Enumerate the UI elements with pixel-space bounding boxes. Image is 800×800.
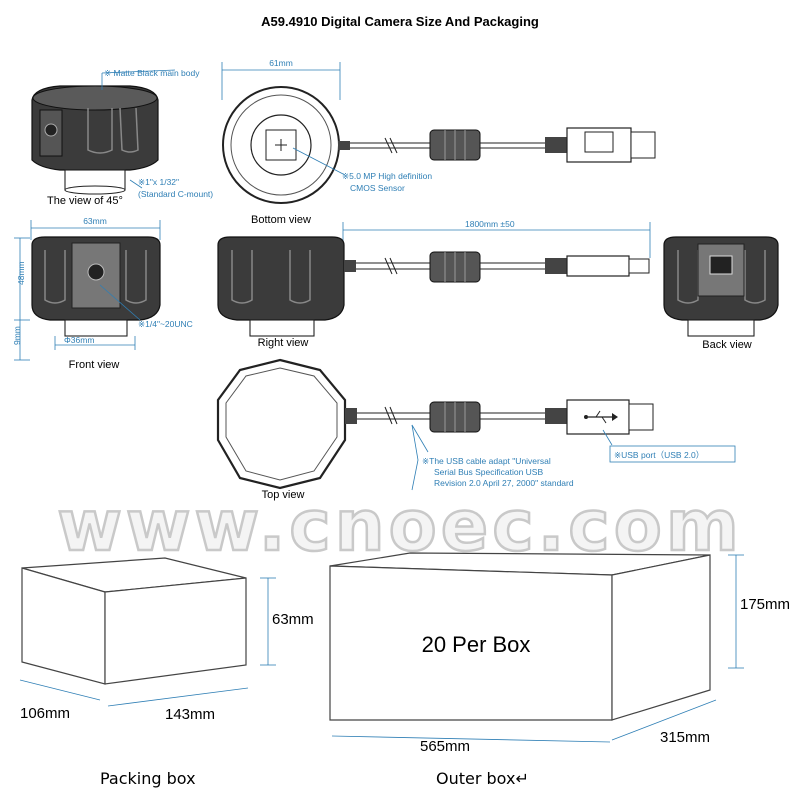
note-cmount-1: ※1"x 1/32": [138, 177, 179, 187]
usb-cable-bottom: [338, 127, 656, 163]
dim-bottom-width: 61mm: [269, 58, 293, 68]
label-front-view: Front view: [69, 359, 120, 371]
camera-45-view: [31, 85, 159, 195]
dim-front-height: 48mm: [16, 261, 26, 285]
label-view-45: The view of 45°: [47, 195, 123, 207]
page-title: A59.4910 Digital Camera Size And Packagi…: [261, 14, 539, 29]
dim-mount-height: 9mm: [12, 326, 22, 345]
packing-box-height: 63mm: [272, 611, 314, 628]
note-usb-port: ※USB port（USB 2.0）: [614, 450, 704, 460]
note-sensor-1: ※5.0 MP High definition: [342, 171, 432, 181]
packing-box-drawing: [21, 557, 247, 685]
dim-cable-length: 1800mm ±50: [465, 219, 515, 229]
outer-box-height: 175mm: [740, 596, 790, 613]
note-cmount-2: (Standard C-mount): [138, 189, 213, 199]
dim-front-width: 63mm: [83, 216, 107, 226]
note-usb-1: ※The USB cable adapt "Universal: [422, 456, 551, 466]
dim-mount-diameter: Φ36mm: [64, 335, 94, 345]
usb-cable-right: [344, 251, 650, 283]
note-usb-3: Revision 2.0 April 27, 2000" standard: [434, 478, 574, 488]
usb-symbol-icon: [584, 410, 618, 424]
label-top-view: Top view: [262, 489, 305, 501]
camera-top-view: [216, 358, 347, 490]
camera-right-view: [217, 236, 345, 337]
camera-back-view: [663, 236, 779, 337]
note-sensor-2: CMOS Sensor: [350, 183, 405, 193]
outer-box-caption: Outer box↵: [436, 769, 529, 788]
camera-bottom-view: [222, 86, 340, 204]
label-right-view: Right view: [258, 337, 309, 349]
outer-box-depth: 315mm: [660, 729, 710, 746]
outer-box-quantity: 20 Per Box: [422, 632, 531, 657]
camera-front-view: [31, 236, 161, 337]
label-back-view: Back view: [702, 339, 752, 351]
note-thread: ※1/4"~20UNC: [138, 319, 193, 329]
outer-box-drawing: [329, 552, 711, 721]
outer-box-width: 565mm: [420, 738, 470, 755]
note-matte-body: ※ Matte Black main body: [104, 68, 200, 78]
usb-cable-top: [345, 399, 654, 435]
packing-box-caption: Packing box: [100, 769, 196, 788]
packing-box-width: 143mm: [165, 706, 215, 723]
note-usb-2: Serial Bus Specification USB: [434, 467, 543, 477]
label-bottom-view: Bottom view: [251, 214, 311, 226]
packing-box-depth: 106mm: [20, 705, 70, 722]
